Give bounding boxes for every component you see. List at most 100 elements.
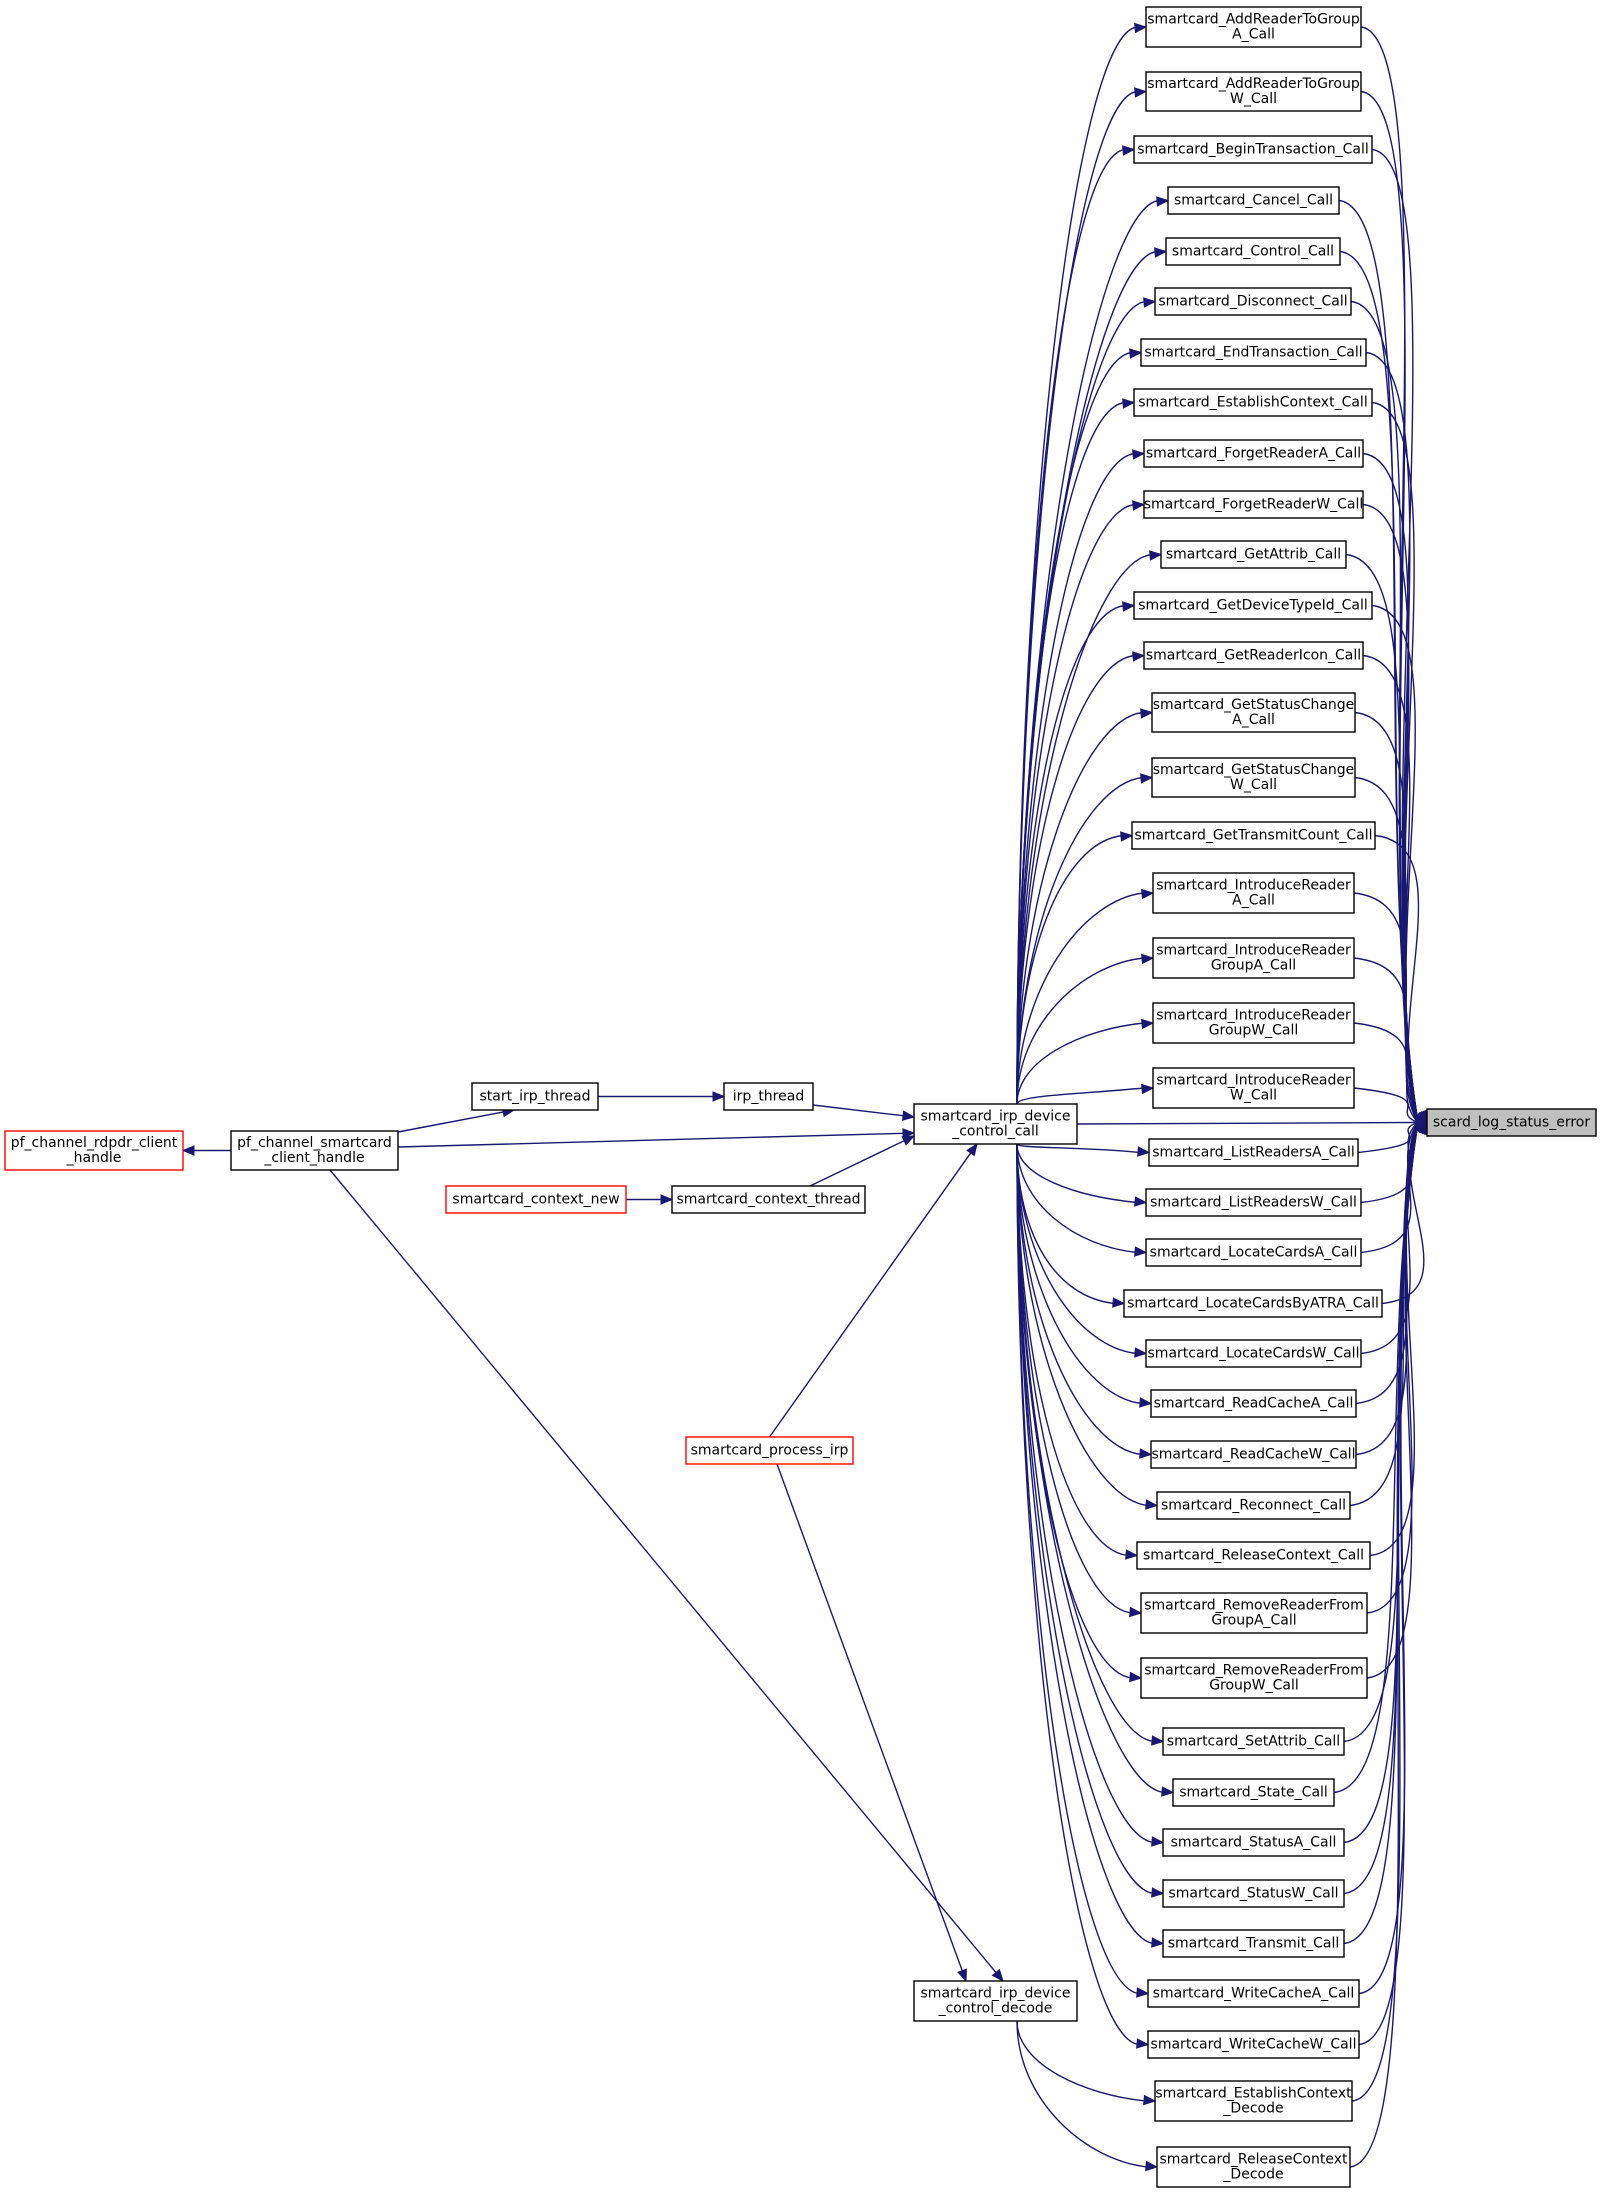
node-locate-atr[interactable]: smartcard_LocateCardsByATRA_Call	[1123, 1289, 1383, 1318]
node-disconnect[interactable]: smartcard_Disconnect_Call	[1154, 287, 1352, 316]
node-label-line: smartcard_AddReaderToGroup	[1147, 12, 1360, 28]
edge-arrowhead	[1154, 247, 1168, 258]
node-label-line: smartcard_Control_Call	[1172, 244, 1334, 260]
node-readericon[interactable]: smartcard_GetReaderIcon_Call	[1143, 641, 1364, 670]
node-forget-w[interactable]: smartcard_ForgetReaderW_Call	[1143, 490, 1364, 519]
node-writecache-a[interactable]: smartcard_WriteCacheA_Call	[1147, 1979, 1360, 2008]
edge-arrowhead	[1141, 953, 1155, 965]
node-label-line: start_irp_thread	[479, 1089, 590, 1105]
node-label-line: smartcard_Reconnect_Call	[1161, 1498, 1346, 1514]
node-irp-thread[interactable]: irp_thread	[723, 1082, 814, 1111]
edge-line	[1016, 654, 1136, 1105]
node-control[interactable]: smartcard_Control_Call	[1165, 237, 1341, 266]
node-status-w[interactable]: smartcard_StatusW_Call	[1162, 1879, 1345, 1908]
node-locate-a[interactable]: smartcard_LocateCardsA_Call	[1145, 1238, 1362, 1267]
node-box	[1145, 71, 1362, 112]
node-label-line: GroupW_Call	[1209, 1023, 1299, 1039]
edge-arrowhead	[1151, 1735, 1165, 1746]
node-status-a[interactable]: smartcard_StatusA_Call	[1162, 1828, 1345, 1857]
node-box	[1150, 1440, 1357, 1469]
edge-arrowhead	[1151, 1937, 1165, 1948]
node-label-line: smartcard_GetTransmitCount_Call	[1134, 828, 1372, 844]
node-process-irp[interactable]: smartcard_process_irp	[685, 1436, 854, 1465]
node-irp-call[interactable]: smartcard_irp_device_control_call	[913, 1103, 1078, 1145]
node-label-line: _control_call	[951, 1124, 1039, 1140]
edge-irp_call-to-intro_gw	[1016, 1018, 1155, 1105]
node-establish[interactable]: smartcard_EstablishContext_Call	[1133, 388, 1373, 417]
edge-arrowhead	[1129, 348, 1143, 359]
node-list-w[interactable]: smartcard_ListReadersW_Call	[1145, 1188, 1362, 1217]
node-label-line: _Decode	[1222, 2101, 1283, 2117]
node-target[interactable]: scard_log_status_error	[1426, 1108, 1597, 1137]
node-box	[1147, 1979, 1360, 2008]
node-ctx-new[interactable]: smartcard_context_new	[445, 1185, 627, 1214]
edge-arrowhead	[1415, 1117, 1429, 1128]
node-release[interactable]: smartcard_ReleaseContext_Call	[1136, 1541, 1371, 1570]
node-release-decode[interactable]: smartcard_ReleaseContext_Decode	[1156, 2146, 1351, 2188]
node-getattrib[interactable]: smartcard_GetAttrib_Call	[1160, 540, 1347, 569]
node-label-line: smartcard_GetReaderIcon_Call	[1146, 648, 1361, 664]
node-begin[interactable]: smartcard_BeginTransaction_Call	[1133, 135, 1373, 164]
node-layer: scard_log_status_error smartcard_AddReade…	[4, 6, 1597, 2188]
node-label-line: _Decode	[1222, 2167, 1283, 2183]
node-devtype[interactable]: smartcard_GetDeviceTypeId_Call	[1133, 591, 1373, 620]
node-forget-a[interactable]: smartcard_ForgetReaderA_Call	[1143, 439, 1364, 468]
node-pf-sc[interactable]: pf_channel_smartcard_client_handle	[230, 1130, 399, 1171]
node-state[interactable]: smartcard_State_Call	[1172, 1778, 1335, 1807]
edge-line	[1016, 1143, 1138, 1254]
edge-arrowhead	[1134, 1196, 1148, 1207]
edge-line	[809, 1139, 906, 1187]
edge-arrowhead	[1112, 1297, 1126, 1308]
node-reconnect[interactable]: smartcard_Reconnect_Call	[1156, 1491, 1351, 1520]
node-readcache-a[interactable]: smartcard_ReadCacheA_Call	[1150, 1389, 1357, 1418]
edge-irp_call-to-transcount	[1016, 831, 1134, 1105]
node-end[interactable]: smartcard_EndTransaction_Call	[1140, 338, 1367, 367]
node-transmit[interactable]: smartcard_Transmit_Call	[1162, 1929, 1345, 1958]
node-setattrib[interactable]: smartcard_SetAttrib_Call	[1162, 1727, 1345, 1756]
node-label-line: smartcard_ReadCacheA_Call	[1154, 1396, 1354, 1412]
node-box	[1162, 1727, 1345, 1756]
edge-line	[812, 1104, 905, 1117]
node-box	[1151, 757, 1356, 798]
node-start-irp[interactable]: start_irp_thread	[471, 1082, 599, 1111]
edge-irp_call-to-intro_ga	[1016, 953, 1155, 1105]
node-label-line: pf_channel_smartcard	[237, 1135, 392, 1151]
node-cancel[interactable]: smartcard_Cancel_Call	[1167, 186, 1340, 215]
node-box	[671, 1185, 866, 1214]
edge-irp_call-to-transmit	[1016, 1143, 1165, 1948]
node-list-a[interactable]: smartcard_ListReadersA_Call	[1148, 1138, 1359, 1167]
node-box	[1156, 2146, 1351, 2188]
node-pf-rdpdr[interactable]: pf_channel_rdpdr_client_handle	[4, 1130, 184, 1171]
node-box	[1143, 439, 1364, 468]
edge-line	[1016, 1143, 1140, 2046]
node-label-line: smartcard_Transmit_Call	[1168, 1936, 1340, 1952]
node-box	[1152, 1067, 1355, 1109]
edge-irp_call-to-list_a	[1016, 1143, 1151, 1157]
node-irp-decode[interactable]: smartcard_irp_device_control_decode	[913, 1980, 1078, 2022]
node-label-line: A_Call	[1232, 893, 1275, 909]
node-label-line: smartcard_State_Call	[1179, 1785, 1328, 1801]
node-writecache-w[interactable]: smartcard_WriteCacheW_Call	[1147, 2030, 1360, 2059]
node-label-line: smartcard_LocateCardsA_Call	[1150, 1245, 1358, 1261]
node-ctx-thread[interactable]: smartcard_context_thread	[671, 1185, 866, 1214]
edge-arrowhead	[1141, 1018, 1155, 1030]
edge-arrowhead	[1139, 1397, 1153, 1408]
node-estab-decode[interactable]: smartcard_EstablishContext_Decode	[1154, 2080, 1353, 2122]
node-box	[1152, 937, 1355, 979]
node-transcount[interactable]: smartcard_GetTransmitCount_Call	[1131, 821, 1376, 850]
node-readcache-w[interactable]: smartcard_ReadCacheW_Call	[1150, 1440, 1357, 1469]
node-locate-w[interactable]: smartcard_LocateCardsW_Call	[1145, 1339, 1362, 1368]
node-box	[913, 1103, 1078, 1145]
node-box	[1162, 1929, 1345, 1958]
node-box	[1162, 1828, 1345, 1857]
